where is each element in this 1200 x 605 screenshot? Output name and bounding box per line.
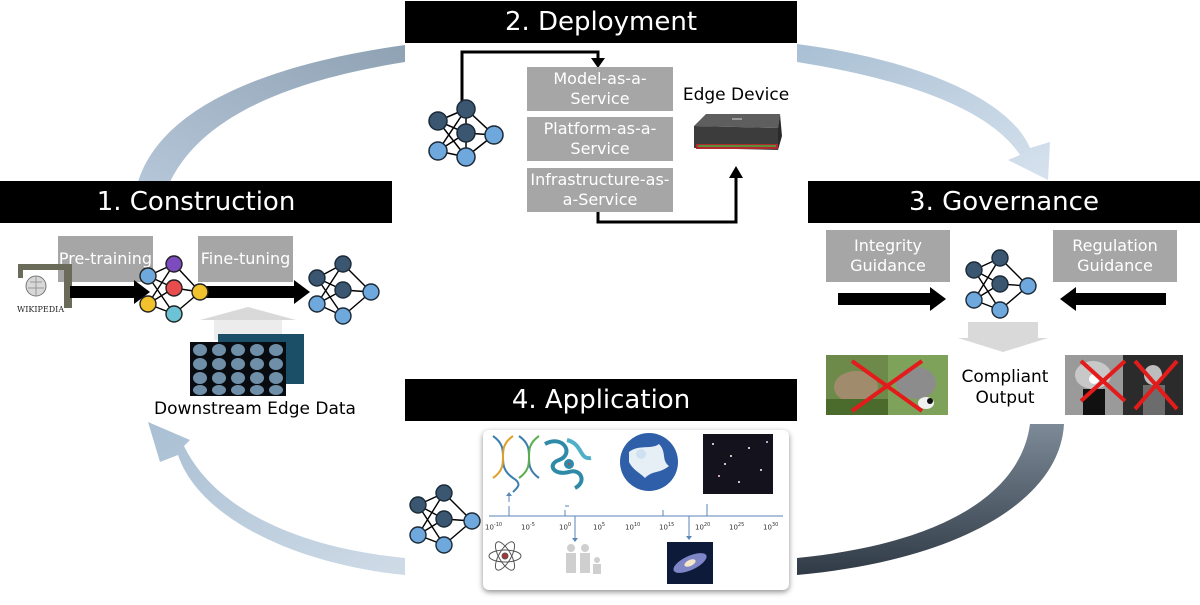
tick-label: 1030 [763,522,779,532]
family-icon [566,544,601,574]
noncompliant-images-right [1065,355,1183,415]
tick-exponent: 20 [703,522,711,528]
earth-icon [620,433,678,491]
red-cross-icon [850,359,924,413]
galaxy-icon [703,434,773,494]
neural-network-icon [409,484,481,554]
tick-label: 1025 [729,522,745,532]
scale-illustration [488,433,783,584]
colorful-network-icon [139,255,209,323]
arrow-governance-to-application [797,424,1064,575]
tick-label: 100 [559,522,572,532]
arrow-construction-to-deployment [138,45,405,182]
dna-icon [492,435,540,493]
red-cross-icon [1079,359,1179,411]
mri-scan-icon [190,334,304,396]
finetuning-box: Fine-tuning [198,236,293,282]
regulation-guidance-box: Regulation Guidance [1053,230,1177,282]
pretraining-box: Pre-training [58,236,153,282]
arrow-application-to-construction [148,422,405,575]
service-box-paas: Platform-as-a-Service [527,117,673,161]
service-box-maas: Model-as-a-Service [527,67,673,111]
tick-exponent: 15 [667,522,675,528]
tick-label: 1010 [625,522,641,532]
integrity-guidance-box: Integrity Guidance [826,230,950,282]
wikipedia-logo-icon: WIKIPEDIA [17,264,72,314]
tick-exponent: 5 [601,522,606,528]
svg-text:WIKIPEDIA: WIKIPEDIA [17,305,64,314]
tick-label: 10-10 [485,522,503,532]
downstream-edge-data-label: Downstream Edge Data [154,399,356,419]
edge-device-icon [694,114,782,150]
tick-exponent: -5 [529,522,535,528]
tick-label: 1015 [659,522,675,532]
application-header: 4. Application [405,379,797,421]
neural-network-icon [965,249,1037,319]
noncompliant-images-left [826,355,948,415]
deployment-header: 2. Deployment [405,1,797,43]
tick-exponent: 25 [737,522,745,528]
galaxy-icon [667,542,713,584]
tick-label: 105 [593,522,606,532]
construction-header: 1. Construction [0,181,392,223]
tick-exponent: 30 [771,522,779,528]
neural-network-icon [428,99,504,167]
tick-exponent: 10 [633,522,641,528]
edge-device-label: Edge Device [682,85,790,105]
atom-icon [488,541,522,571]
governance-header: 3. Governance [808,181,1200,223]
protein-icon [544,438,592,490]
scale-panel: 10-10 10-5 100 105 1010 1015 1020 1025 1… [483,430,789,590]
service-box-iaas: Infrastructure-as-a-Service [527,168,673,212]
arrow-deployment-to-governance [797,44,1050,180]
tick-label: 1020 [695,522,711,532]
compliant-output-label: Compliant Output [961,367,1049,408]
tick-exponent: -10 [493,522,503,528]
tick-label: 10-5 [521,522,535,532]
tick-exponent: 0 [567,522,572,528]
neural-network-icon [308,255,380,325]
